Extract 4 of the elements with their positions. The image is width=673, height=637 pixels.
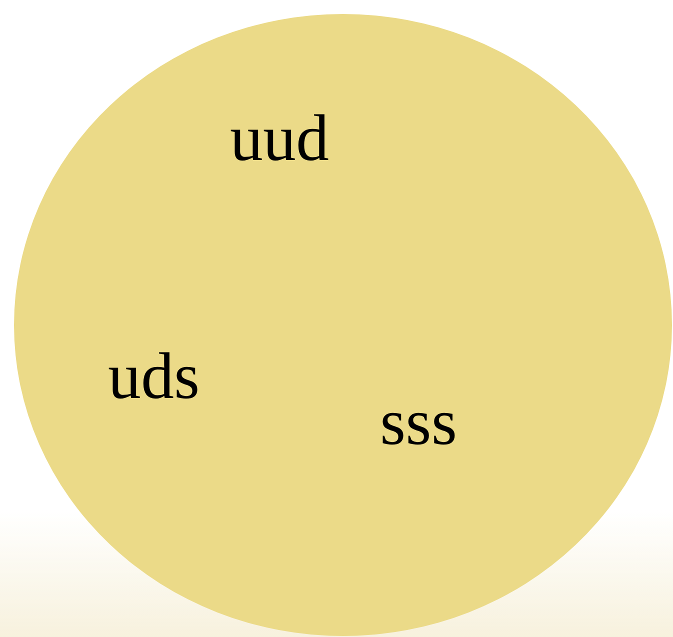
circle-shape (14, 14, 672, 636)
quark-label: uds (108, 344, 200, 410)
quark-label: uud (230, 106, 329, 172)
quark-label: sss (380, 390, 458, 456)
